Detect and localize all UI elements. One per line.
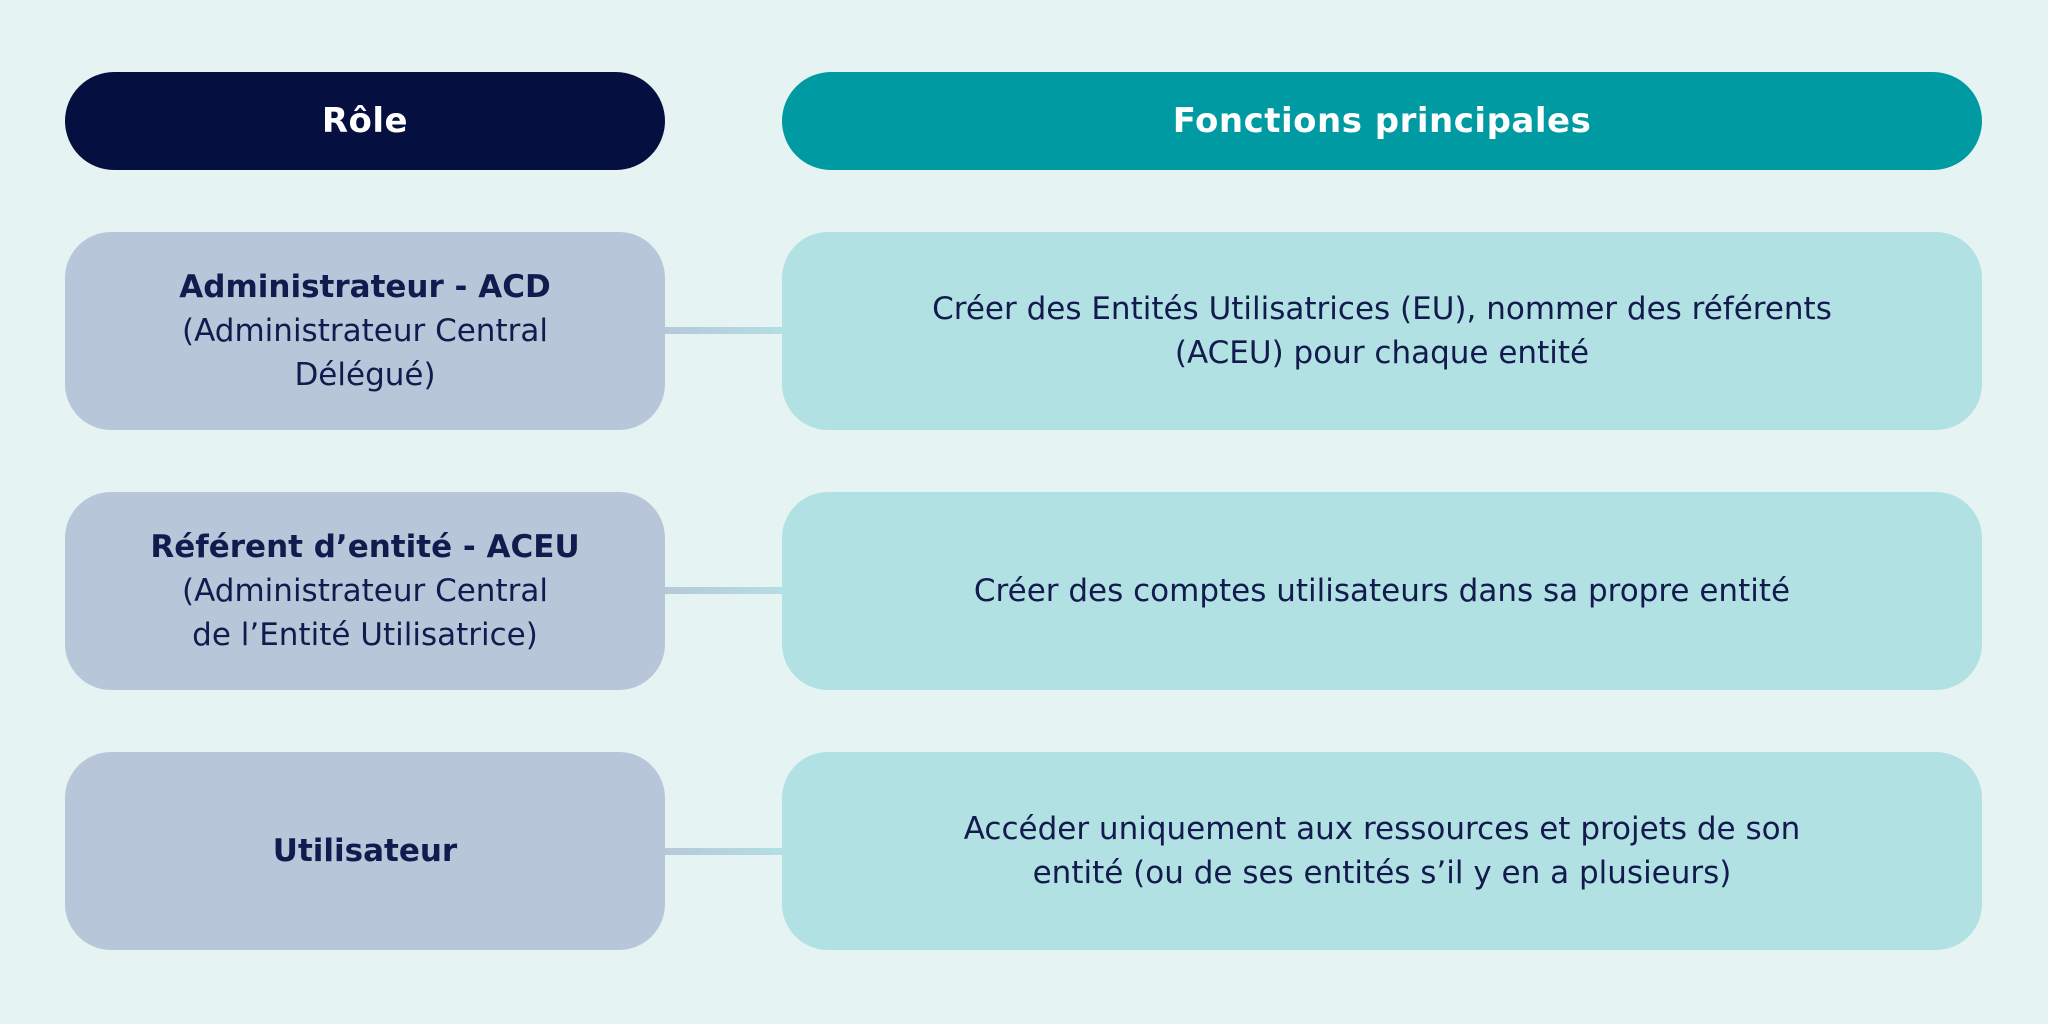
connector-line [655,587,792,594]
functions-column-header: Fonctions principales [782,72,1982,170]
role-subtitle: (Administrateur Central de l’Entité Util… [182,573,548,653]
role-title: Administrateur - ACD [179,269,551,305]
function-text: Créer des comptes utilisateurs dans sa p… [973,573,1791,609]
function-card-acd: Créer des Entités Utilisatrices (EU), no… [782,232,1982,430]
function-text: Accéder uniquement aux ressources et pro… [963,811,1801,891]
connector-line [655,327,792,334]
role-subtitle: (Administrateur Central Délégué) [182,313,548,393]
role-column-header: Rôle [65,72,665,170]
function-text: Créer des Entités Utilisatrices (EU), no… [932,291,1832,371]
role-card-acd: Administrateur - ACD (Administrateur Cen… [65,232,665,430]
role-title: Utilisateur [272,833,458,869]
role-column-header-label: Rôle [321,101,409,141]
role-card-aceu: Référent d’entité - ACEU (Administrateur… [65,492,665,690]
connector-line [655,848,792,855]
role-card-utilisateur: Utilisateur [65,752,665,950]
function-card-utilisateur: Accéder uniquement aux ressources et pro… [782,752,1982,950]
functions-column-header-label: Fonctions principales [1172,101,1592,141]
role-title: Référent d’entité - ACEU [150,529,580,565]
function-card-aceu: Créer des comptes utilisateurs dans sa p… [782,492,1982,690]
